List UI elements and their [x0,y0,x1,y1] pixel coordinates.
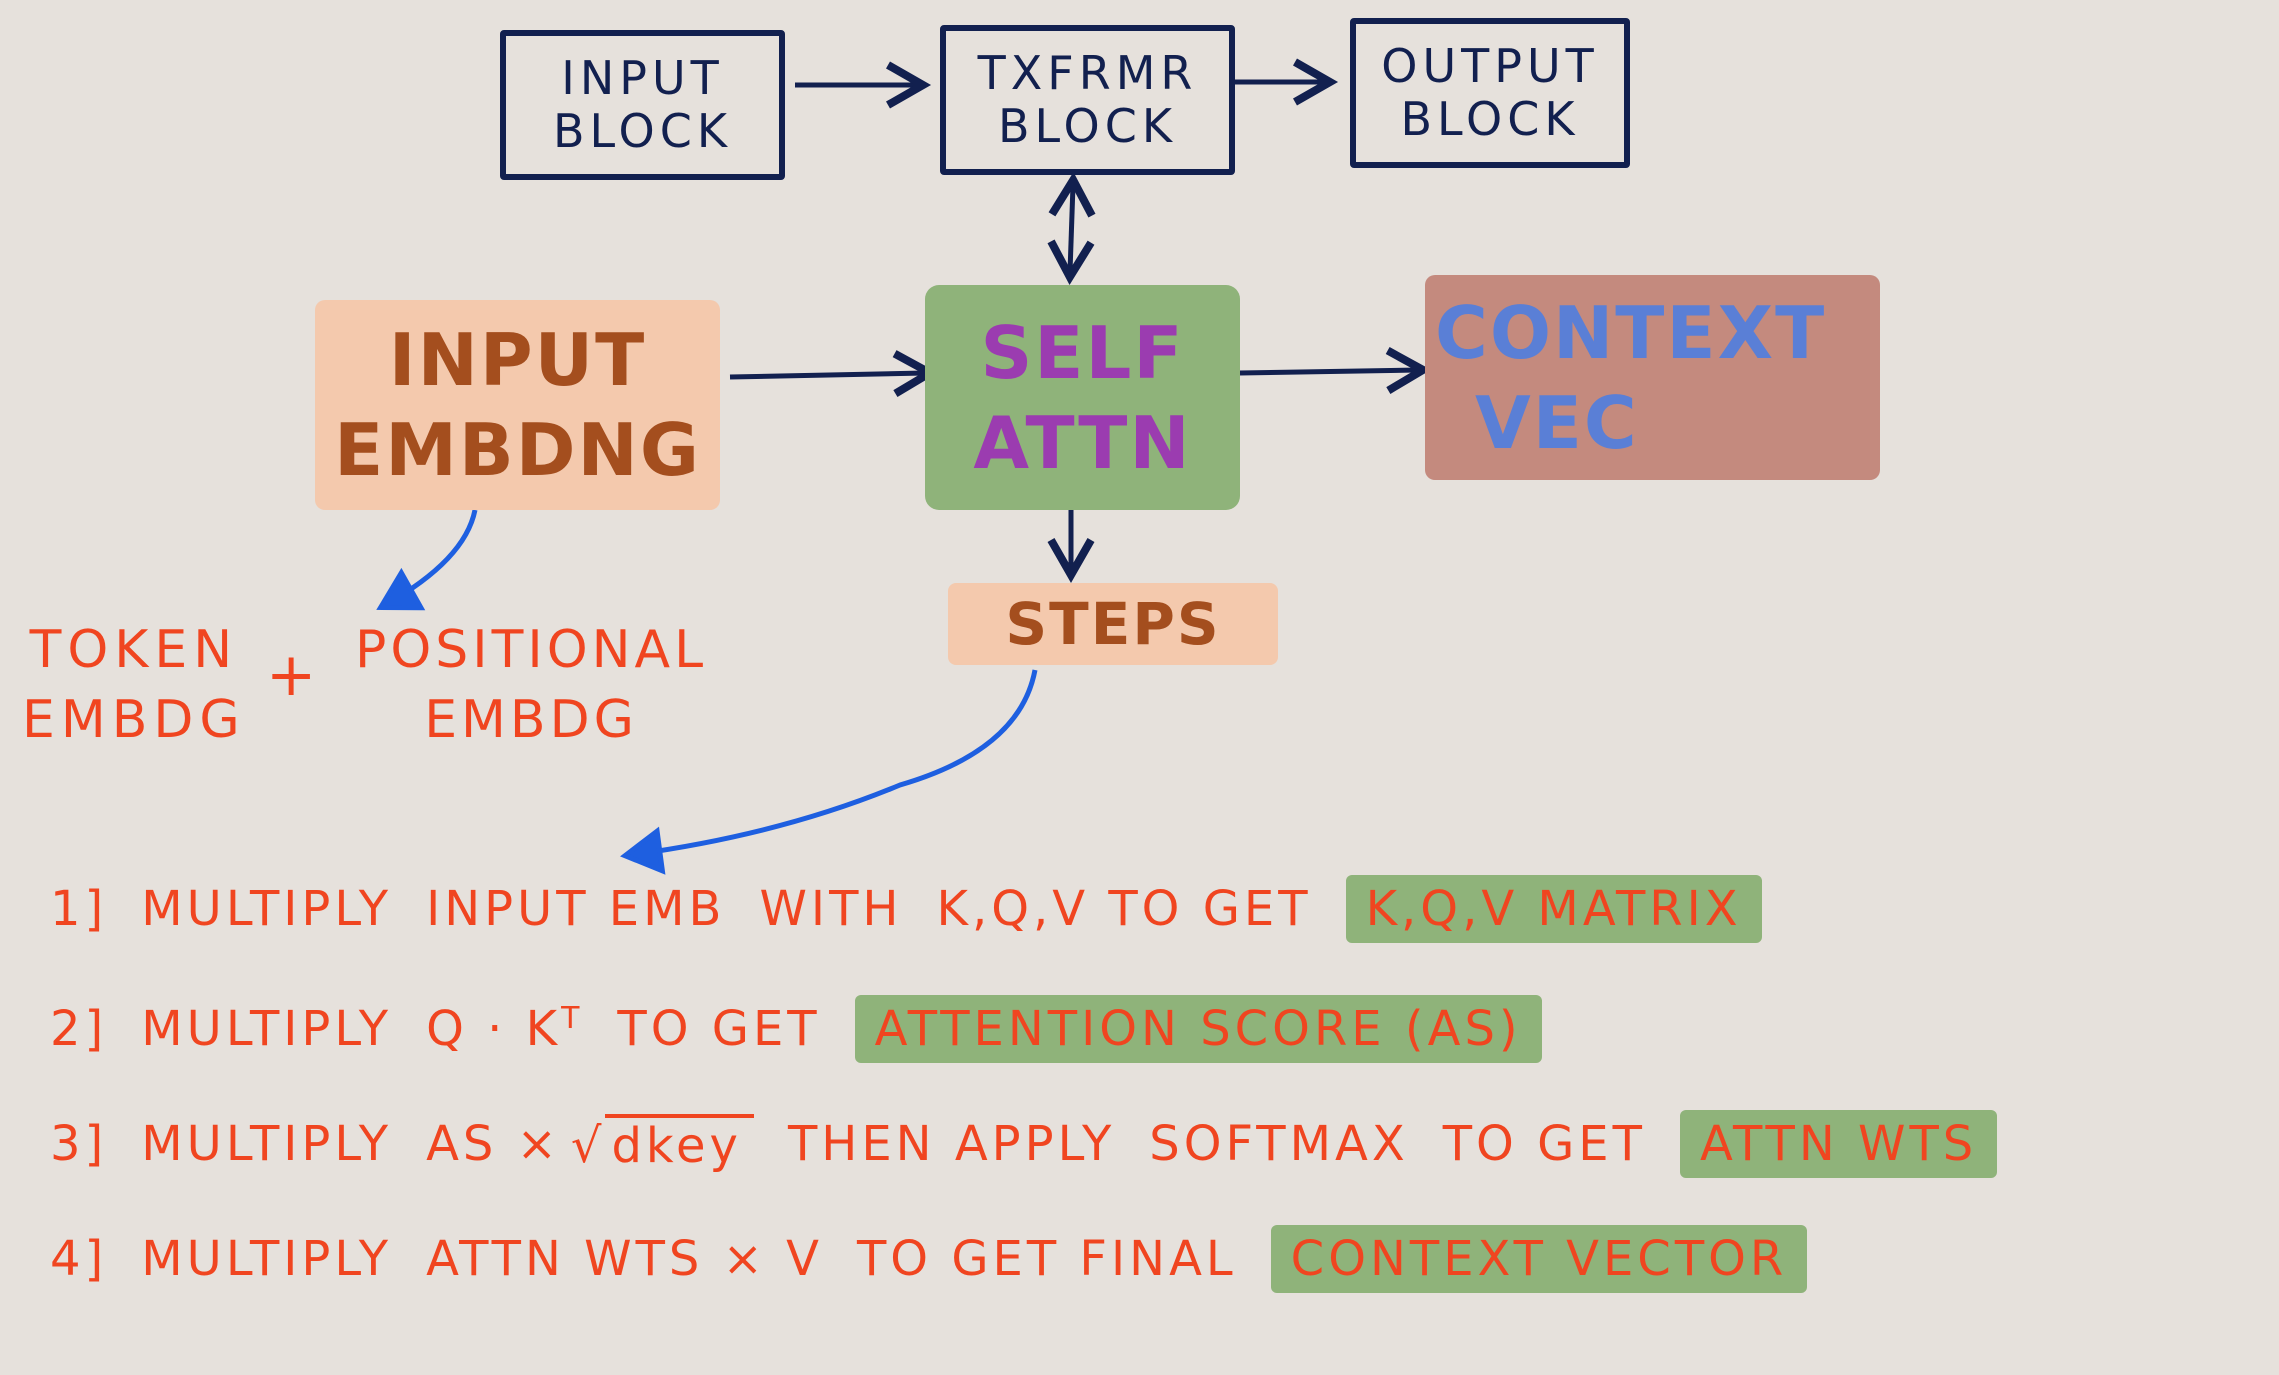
step-2-part-1: MULTIPLY [141,1001,393,1057]
curve-steps-to-list [620,669,1038,875]
step-1-number: 1] [50,881,108,937]
arrow-self-attn-to-context [1239,347,1432,394]
step-1: 1] MULTIPLY INPUT EMB WITH K,Q,V TO GET … [50,875,1796,943]
token-line2: EMBDG [22,690,246,751]
step-2-part-2-group: Q · KT [426,1001,583,1057]
step-3-part-5: TO GET [1442,1116,1646,1172]
token-line1: TOKEN [29,620,239,680]
txfrmr-block: TXFRMR BLOCK [940,25,1235,175]
self-attn-label: SELF ATTN [925,285,1240,510]
input-embedding-label: INPUT EMBDNG [315,300,720,510]
step-3-part-1: MULTIPLY [141,1116,393,1172]
positional-embedding-label: POSITIONAL EMBDG [355,615,707,755]
context-vec-line2: VEC [1475,380,1639,465]
token-embedding-label: TOKEN EMBDG [22,615,246,755]
steps-label: STEPS [948,583,1278,665]
sqrt-symbol: √ [570,1118,606,1174]
output-block-line1: OUTPUT [1381,39,1599,94]
step-2-superscript: T [561,1001,584,1036]
input-block: INPUT BLOCK [500,30,785,180]
step-4-part-3: TO GET FINAL [856,1231,1237,1287]
output-block-line2: BLOCK [1400,92,1580,146]
step-3-part-2: AS × [426,1116,561,1172]
step-4-number: 4] [50,1231,108,1287]
sqrt-expression: √dkey [571,1114,754,1174]
step-1-part-3: WITH [759,881,903,937]
steps-text: STEPS [1005,589,1221,658]
step-3-part-3: THEN APPLY [787,1116,1116,1172]
step-2-number: 2] [50,1001,108,1057]
step-1-highlight: K,Q,V MATRIX [1345,875,1762,943]
sqrt-radicand: dkey [605,1114,754,1174]
output-block: OUTPUT BLOCK [1350,18,1630,168]
txfrmr-block-line1: TXFRMR [977,46,1198,101]
context-vec-label: CONTEXT VEC [1425,275,1880,480]
arrow-embedding-to-self-attn [729,350,939,398]
step-1-part-1: MULTIPLY [141,881,393,937]
step-3-highlight: ATTN WTS [1679,1110,1998,1178]
input-block-line2: BLOCK [552,104,733,158]
positional-line2: EMBDG [424,690,638,751]
step-3-part-4: SOFTMAX [1149,1116,1409,1172]
step-3-number: 3] [50,1116,108,1172]
step-4: 4] MULTIPLY ATTN WTS × V TO GET FINAL CO… [50,1225,1841,1293]
step-4-part-2: ATTN WTS × V [426,1231,823,1287]
step-2-highlight: ATTENTION SCORE (AS) [854,995,1542,1063]
self-attn-line2: ATTN [973,400,1192,485]
step-2: 2] MULTIPLY Q · KT TO GET ATTENTION SCOR… [50,995,1576,1063]
input-block-line1: INPUT [561,51,724,106]
arrow-txfrmr-self-attn [1047,171,1096,286]
input-embedding-line2: EMBDNG [334,408,701,492]
step-4-highlight: CONTEXT VECTOR [1270,1225,1808,1293]
positional-line1: POSITIONAL [355,620,708,680]
step-2-part-2: Q · K [426,1001,562,1057]
self-attn-line1: SELF [980,310,1185,395]
input-embedding-line1: INPUT [388,318,647,402]
plus-sign: + [266,640,317,710]
step-1-part-4: K,Q,V TO GET [936,881,1312,937]
step-3: 3] MULTIPLY AS × √dkey THEN APPLY SOFTMA… [50,1110,2031,1178]
step-4-part-1: MULTIPLY [141,1231,393,1287]
step-1-part-2: INPUT EMB [426,881,726,937]
curve-embedding-to-positional [376,509,478,611]
txfrmr-block-line2: BLOCK [997,99,1178,153]
context-vec-line1: CONTEXT [1435,290,1827,375]
step-2-part-3: TO GET [617,1001,821,1057]
